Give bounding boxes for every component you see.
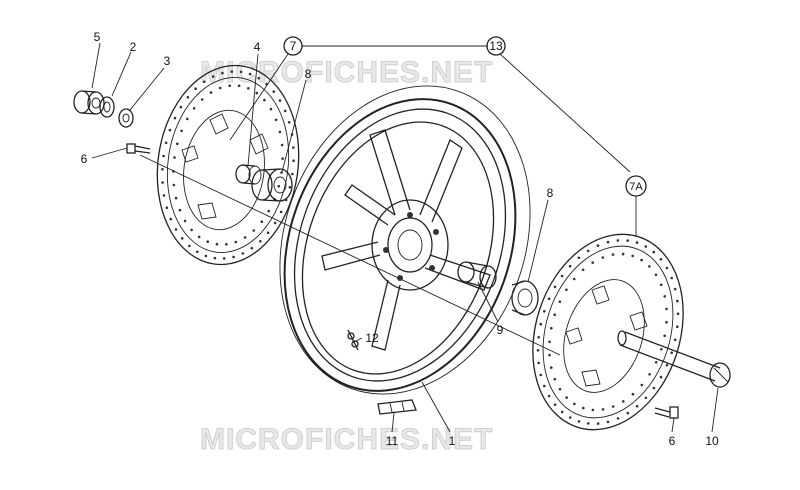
right-disc-drill-holes bbox=[536, 239, 680, 425]
disc-bolt-left bbox=[126, 143, 151, 154]
watermark-top: MICROFICHES.NET bbox=[200, 56, 493, 89]
callout-8-left: 8 bbox=[305, 67, 312, 81]
callout-13: 13 bbox=[489, 39, 503, 53]
axle-nut bbox=[73, 90, 105, 115]
callout-9: 9 bbox=[497, 323, 504, 337]
callout-6-left: 6 bbox=[81, 152, 88, 166]
left-brake-disc bbox=[156, 64, 300, 266]
callout-3: 3 bbox=[164, 54, 171, 68]
callout-13-circle bbox=[486, 36, 506, 56]
wheel-rim bbox=[279, 85, 531, 395]
washer-2 bbox=[99, 96, 115, 118]
right-spacer bbox=[457, 261, 497, 289]
callout-7a-circle bbox=[625, 175, 647, 197]
left-disc-drill-holes bbox=[161, 70, 295, 260]
callout-2: 2 bbox=[130, 40, 137, 54]
callout-11: 11 bbox=[386, 434, 399, 448]
washer-3 bbox=[118, 108, 134, 128]
callout-7a: 7A bbox=[629, 181, 643, 193]
disc-bolt-right bbox=[654, 406, 679, 419]
left-spacer bbox=[235, 164, 262, 185]
wheel-spokes bbox=[321, 129, 491, 351]
balance-weight bbox=[377, 399, 417, 415]
leader-lines bbox=[91, 42, 719, 433]
callout-1: 1 bbox=[449, 434, 456, 448]
callout-7: 7 bbox=[290, 39, 297, 53]
left-wheel-bearing bbox=[251, 168, 293, 202]
tire-valve bbox=[347, 329, 359, 351]
callout-7-circle bbox=[283, 36, 303, 56]
callout-10: 10 bbox=[705, 434, 719, 448]
right-wheel-bearing bbox=[511, 280, 539, 316]
watermark-bottom: MICROFICHES.NET bbox=[200, 423, 493, 456]
callout-6-right: 6 bbox=[669, 434, 676, 448]
callout-8-right: 8 bbox=[547, 186, 554, 200]
wheel-hub bbox=[371, 199, 449, 291]
front-axle bbox=[617, 330, 731, 388]
right-brake-disc bbox=[532, 233, 684, 431]
callout-5: 5 bbox=[94, 30, 101, 44]
callout-12: 12 bbox=[365, 331, 379, 345]
callout-4: 4 bbox=[254, 40, 261, 54]
